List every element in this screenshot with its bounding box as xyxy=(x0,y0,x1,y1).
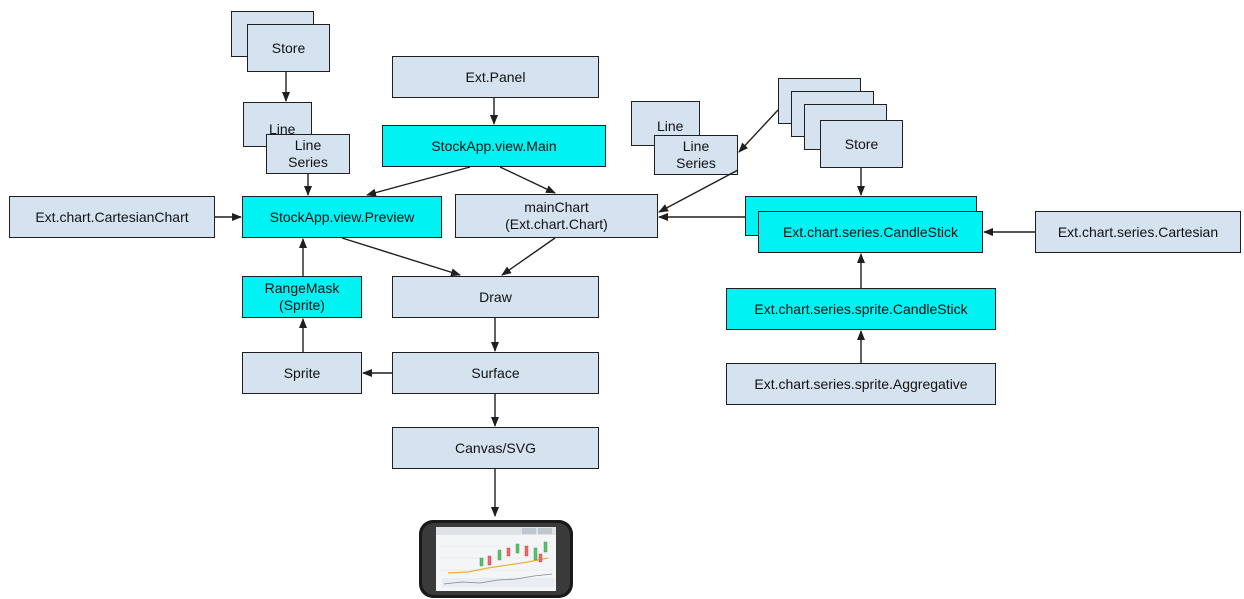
aggregative-sprite-node: Ext.chart.series.sprite.Aggregative xyxy=(726,363,996,405)
main-chart-node: mainChart (Ext.chart.Chart) xyxy=(455,194,658,238)
sprite-label: Sprite xyxy=(283,364,321,381)
arrow-mainchart-to-draw xyxy=(501,237,556,276)
line-series-left-label: Line Series xyxy=(288,137,328,170)
candlestick-sprite-label: Ext.chart.series.sprite.CandleStick xyxy=(754,300,968,317)
preview-view-label: StockApp.view.Preview xyxy=(269,208,415,225)
sprite-node: Sprite xyxy=(242,352,362,394)
line-right-label: Line xyxy=(657,118,684,134)
candlestick-sprite-node: Ext.chart.series.sprite.CandleStick xyxy=(726,288,996,330)
ext-panel-label: Ext.Panel xyxy=(465,68,526,85)
line-left-label: Line xyxy=(269,121,296,137)
cartesian-series-node: Ext.chart.series.Cartesian xyxy=(1035,211,1241,253)
line-series-right-node: Line Series xyxy=(654,135,738,175)
preview-view-node: StockApp.view.Preview xyxy=(242,196,442,238)
ext-panel-node: Ext.Panel xyxy=(392,56,599,98)
arrow-store-to-lineseries-right xyxy=(738,109,779,153)
candlestick-series-label: Ext.chart.series.CandleStick xyxy=(782,223,959,240)
range-mask-label: RangeMask (Sprite) xyxy=(264,280,340,313)
cartesian-series-label: Ext.chart.series.Cartesian xyxy=(1057,223,1219,240)
smartphone-chart-icon xyxy=(419,520,573,598)
arrow-main-to-mainchart xyxy=(499,166,556,194)
arrow-lineseries-right-to-mainchart xyxy=(658,169,739,213)
store-left-node: Store xyxy=(247,24,330,72)
range-mask-node: RangeMask (Sprite) xyxy=(242,276,362,318)
draw-node: Draw xyxy=(392,276,599,318)
surface-node: Surface xyxy=(392,352,599,394)
store-right-label: Store xyxy=(844,135,879,152)
arrow-preview-to-draw xyxy=(341,237,461,277)
canvas-svg-label: Canvas/SVG xyxy=(455,439,536,456)
main-chart-label: mainChart (Ext.chart.Chart) xyxy=(505,199,608,232)
store-right-node: Store xyxy=(820,120,903,168)
candlestick-series-node: Ext.chart.series.CandleStick xyxy=(758,211,983,253)
cartesian-chart-node: Ext.chart.CartesianChart xyxy=(9,196,215,238)
canvas-svg-node: Canvas/SVG xyxy=(392,427,599,469)
line-series-left-node: Line Series xyxy=(266,134,350,174)
main-view-label: StockApp.view.Main xyxy=(431,137,557,154)
line-series-right-label: Line Series xyxy=(676,138,716,171)
aggregative-sprite-label: Ext.chart.series.sprite.Aggregative xyxy=(754,375,968,392)
draw-label: Draw xyxy=(479,288,512,305)
arrow-main-to-preview xyxy=(366,166,471,197)
cartesian-chart-label: Ext.chart.CartesianChart xyxy=(35,208,189,225)
main-view-node: StockApp.view.Main xyxy=(382,125,606,167)
store-left-label: Store xyxy=(271,39,306,56)
surface-label: Surface xyxy=(471,364,520,381)
